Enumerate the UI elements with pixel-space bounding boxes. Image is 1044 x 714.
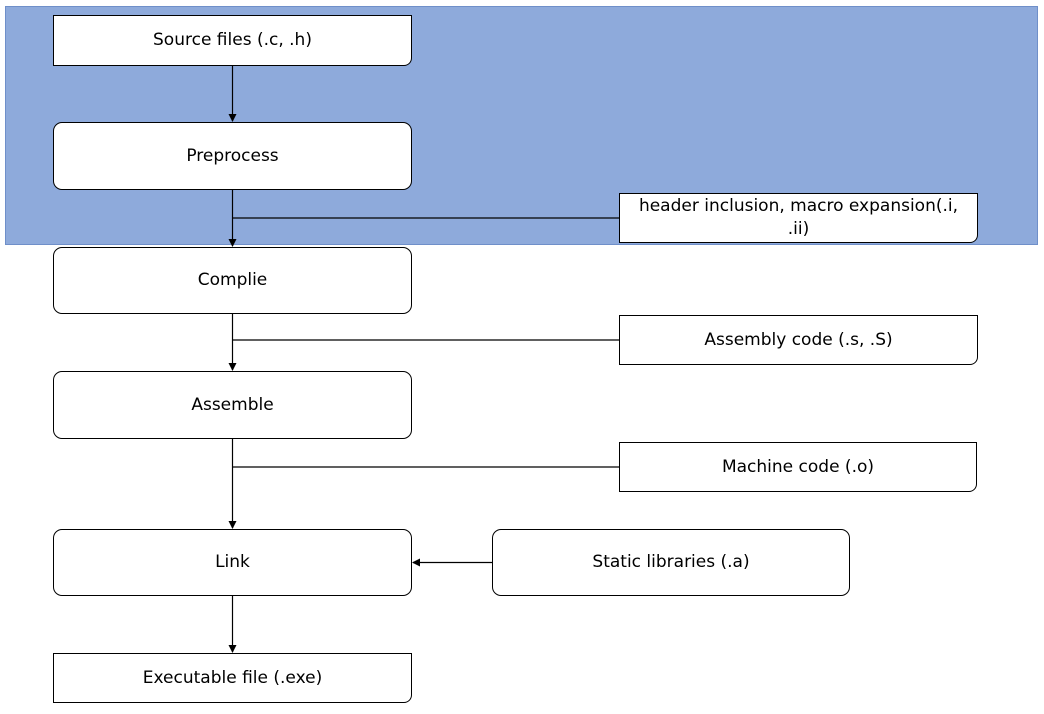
source-files-label: Source files (.c, .h) <box>153 30 312 50</box>
preprocess-label: Preprocess <box>186 145 279 166</box>
static-libraries-label: Static libraries (.a) <box>592 552 750 572</box>
source-files-box: Source files (.c, .h) <box>53 15 412 66</box>
preprocessed-output-box: header inclusion, macro expansion(.i, .i… <box>619 193 978 243</box>
executable-file-box: Executable file (.exe) <box>53 653 412 703</box>
compile-box: Complie <box>53 247 412 314</box>
assemble-label: Assemble <box>191 394 274 415</box>
link-label: Link <box>215 552 250 572</box>
preprocess-box: Preprocess <box>53 122 412 190</box>
preprocessed-output-label: header inclusion, macro expansion(.i, .i… <box>638 196 959 239</box>
link-box: Link <box>53 529 412 596</box>
executable-file-label: Executable file (.exe) <box>142 667 323 688</box>
assembly-code-box: Assembly code (.s, .S) <box>619 315 978 365</box>
assembly-code-label: Assembly code (.s, .S) <box>704 329 893 350</box>
machine-code-box: Machine code (.o) <box>619 442 977 492</box>
assemble-box: Assemble <box>53 371 412 439</box>
static-libraries-box: Static libraries (.a) <box>492 529 850 596</box>
machine-code-label: Machine code (.o) <box>721 456 875 477</box>
compile-label: Complie <box>197 270 268 290</box>
